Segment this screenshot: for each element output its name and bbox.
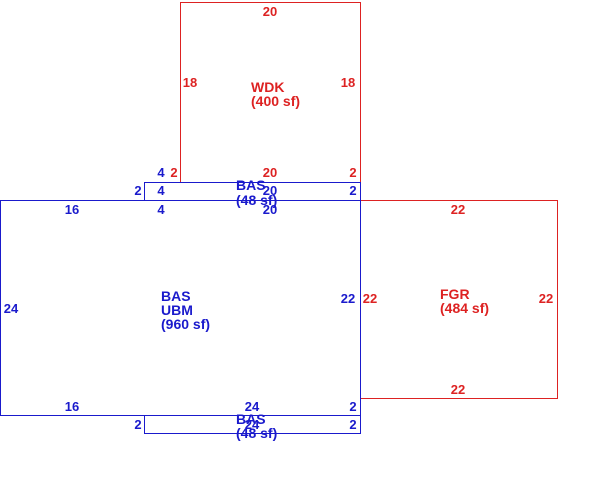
dim-bas-top-20: 20 [263,183,277,198]
dim-main-bottom-right-2: 2 [349,399,356,414]
dim-bas-top-left-2: 2 [134,183,141,198]
dim-bas-top-left-4: 4 [157,165,165,180]
fgr-area: (484 sf) [440,300,489,316]
dim-wdk-left: 18 [183,75,197,90]
dim-bas-top-right-2: 2 [349,183,356,198]
dim-fgr-right: 22 [539,291,553,306]
dim-main-top-left: 16 [65,202,79,217]
dim-main-bottom-left: 16 [65,399,79,414]
dim-fgr-left: 22 [363,291,377,306]
fgr-label: FGR [440,286,470,302]
dim-bas-bot-right-2: 2 [349,417,356,432]
dim-fgr-bottom: 22 [451,382,465,397]
bas-main-sub: UBM [161,302,193,318]
bas-main-label: BAS [161,288,191,304]
dim-bas-top-left-4b: 4 [157,183,165,198]
bas-top-label: BAS [236,177,266,193]
dim-wdk-bottom: 20 [263,165,277,180]
dim-main-right: 22 [341,291,355,306]
dim-wdk-bottom-left: 2 [170,165,177,180]
dim-main-left: 24 [4,301,19,316]
dim-main-top-20: 20 [263,202,277,217]
wdk-label: WDK [251,79,284,95]
bas-main-area: (960 sf) [161,316,210,332]
dim-wdk-top: 20 [263,4,277,19]
bas-bottom-outline [144,415,361,434]
dim-wdk-bottom-right: 2 [349,165,356,180]
bas-bottom-area: (48 sf) [236,425,277,441]
bas-top-area: (48 sf) [236,192,277,208]
wdk-area: (400 sf) [251,93,300,109]
dim-bas-bot-left-2: 2 [134,417,141,432]
dim-main-top-4: 4 [157,202,165,217]
dim-main-bottom-24: 24 [245,399,260,414]
dim-bas-bot-24: 24 [245,417,260,432]
bas-bottom-label: BAS [236,411,266,427]
dim-wdk-right: 18 [341,75,355,90]
dim-fgr-top: 22 [451,202,465,217]
